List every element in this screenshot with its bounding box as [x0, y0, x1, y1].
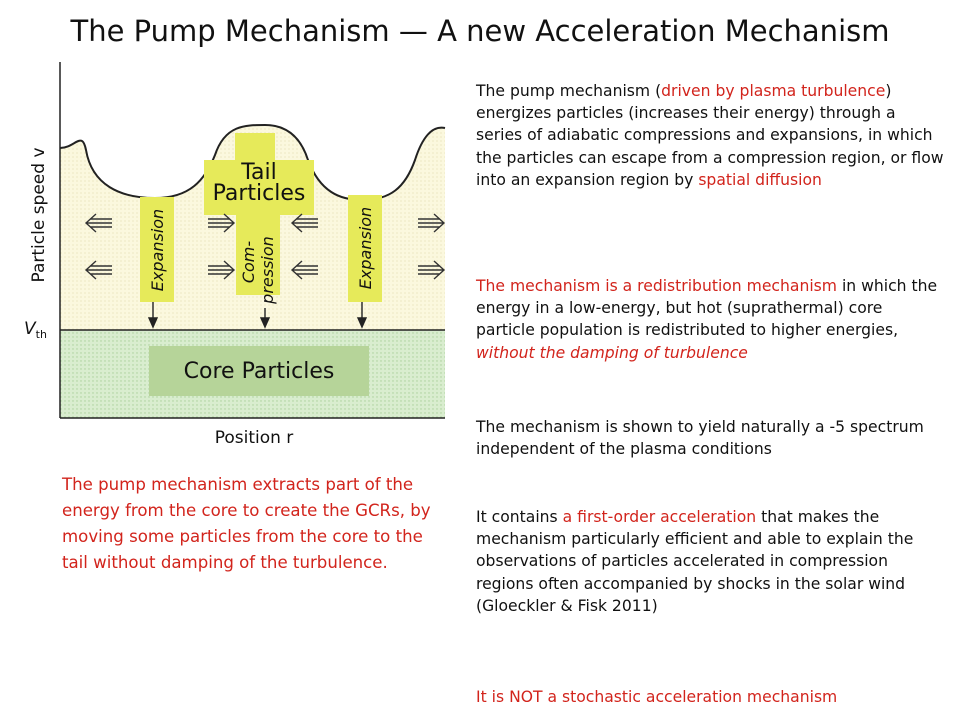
y-axis-label: Particle speed v — [29, 147, 49, 282]
tail-label-line2: Particles — [213, 181, 306, 206]
paragraph-first-order: It contains a first-order acceleration t… — [476, 508, 914, 615]
expansion-left-label: Expansion — [148, 209, 167, 291]
arrow-left-icon — [84, 213, 112, 233]
arrow-left-icon — [290, 213, 318, 233]
left-note: The pump mechanism extracts part of the … — [62, 475, 431, 572]
arrow-left-icon — [84, 260, 112, 280]
distribution-curve — [59, 123, 446, 202]
paragraph-pump-mechanism: The pump mechanism (driven by plasma tur… — [476, 82, 944, 189]
core-label-box — [149, 346, 369, 396]
compression-label-line2: pression — [258, 236, 277, 305]
flow-arrows — [84, 213, 446, 280]
paragraph-spectrum: The mechanism is shown to yield naturall… — [476, 418, 924, 459]
expansion-left-box — [140, 197, 174, 302]
page-title: The Pump Mechanism — A new Acceleration … — [70, 14, 890, 48]
tail-label-box-wide — [204, 160, 314, 215]
paragraph-redistribution: The mechanism is a redistribution mechan… — [476, 277, 938, 362]
expansion-right-label: Expansion — [356, 207, 375, 289]
arrow-right-icon — [418, 260, 446, 280]
vth-label: Vth — [24, 319, 47, 341]
paragraph-not-stochastic: It is NOT a stochastic acceleration mech… — [476, 688, 838, 706]
expansion-right-box — [348, 195, 382, 302]
compression-box — [236, 215, 280, 295]
tail-label-line1: Tail — [240, 160, 277, 185]
arrow-left-icon — [290, 260, 318, 280]
arrow-right-icon — [418, 213, 446, 233]
core-label: Core Particles — [184, 359, 335, 384]
arrow-right-icon — [208, 213, 236, 233]
tail-label-box — [235, 133, 275, 163]
compression-label-line1: Com- — [239, 241, 258, 284]
down-arrows — [147, 302, 368, 329]
x-axis-label: Position r — [215, 428, 294, 448]
arrow-right-icon — [208, 260, 236, 280]
